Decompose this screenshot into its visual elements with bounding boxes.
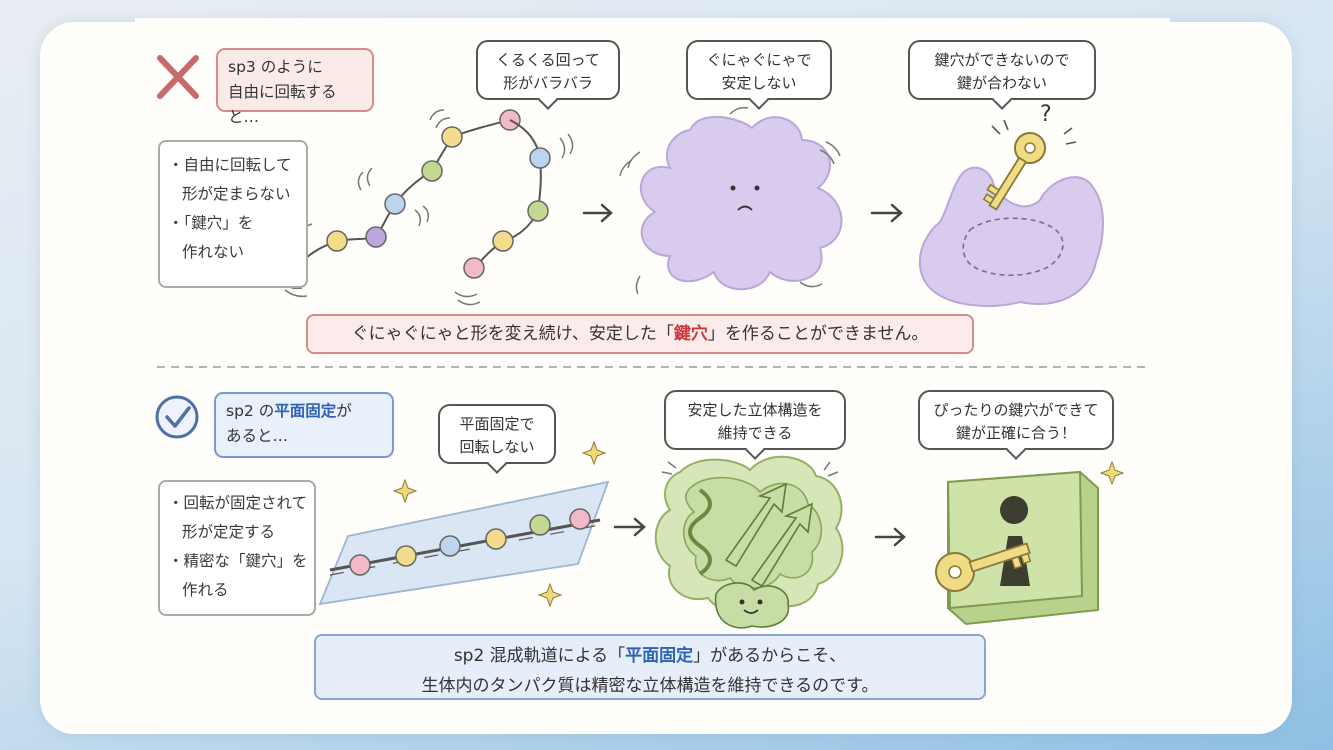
bubble-no-rotation-line1: 平面固定で (459, 415, 535, 433)
sp3-note1-line1: 自由に回転して (170, 151, 306, 180)
bubble-unstable-line2: 安定しない (721, 74, 797, 92)
bubble-no-keyhole: 鍵穴ができないので 鍵が合わない (908, 40, 1096, 100)
sp3-label: sp3 のように 自由に回転すると… (216, 48, 374, 126)
floppy-chain-icon (279, 109, 574, 306)
sp2-conclusion-banner: sp2 混成軌道による「平面固定」があるからこそ、 生体内のタンパク質は精密な立… (314, 634, 986, 700)
key-icon (935, 542, 1032, 592)
sp2-banner-post: 」があるからこそ、 (693, 646, 847, 666)
sp2-note2-line1: 精密な「鍵穴」を (170, 547, 314, 576)
bubble-key-fits-line2: 鍵が正確に合う！ (955, 424, 1076, 442)
svg-text:?: ? (1040, 102, 1052, 127)
top-strip (135, 18, 1170, 22)
cross-icon (157, 55, 199, 99)
bubble-no-keyhole-line2: 鍵が合わない (956, 74, 1047, 92)
bubble-key-fits-line1: ぴったりの鍵穴ができて (933, 401, 1099, 419)
sp3-note2-line2: 作れない (182, 243, 245, 261)
sp2-label-pre: sp2 の (226, 402, 275, 420)
sp2-banner-line2: 生体内のタンパク質は精密な立体構造を維持できるのです。 (421, 676, 879, 696)
wobbly-protein-icon (619, 106, 843, 295)
bubble-unstable: ぐにゃぐにゃで 安定しない (686, 40, 832, 100)
sp3-banner-post: 」を作ることができません。 (707, 324, 929, 344)
bubble-stable: 安定した立体構造を 維持できる (664, 390, 846, 450)
bubble-key-fits: ぴったりの鍵穴ができて 鍵が正確に合う！ (918, 390, 1114, 450)
arrow-right-icon (582, 203, 906, 547)
sp3-note1-line2: 形が定まらない (182, 185, 291, 203)
question-icon: ? (1040, 102, 1052, 127)
sp2-label-highlight: 平面固定 (274, 402, 337, 420)
sp2-banner-pre: sp2 混成軌道による「 (453, 646, 626, 666)
bubble-spinning-line1: くるくる回って (496, 51, 600, 69)
sp3-label-line1: sp3 のように (228, 58, 323, 76)
sp2-label-post: が (336, 402, 352, 420)
sp2-note1-line2: 形が定定する (182, 523, 276, 541)
sp2-label-line2: あると… (226, 427, 289, 445)
sp3-conclusion-banner: ぐにゃぐにゃと形を変え続け、安定した「鍵穴」を作ることができません。 (306, 314, 974, 354)
sp3-note2-line1: 「鍵穴」を (170, 209, 306, 238)
sp3-notes: 自由に回転して 形が定まらない 「鍵穴」を 作れない (158, 140, 308, 288)
bubble-no-rotation-line2: 回転しない (459, 438, 535, 456)
sparkle-icon (392, 440, 1125, 608)
bubble-stable-line2: 維持できる (717, 424, 793, 442)
sp2-banner-highlight: 平面固定 (625, 646, 694, 666)
sp2-label-line1: sp2 の平面固定が (226, 399, 382, 424)
bubble-no-rotation: 平面固定で 回転しない (438, 404, 556, 464)
key-icon (982, 132, 1046, 211)
sp2-notes: 回転が固定されて 形が定定する 精密な「鍵穴」を 作れる (158, 480, 316, 616)
sp2-banner-line1: sp2 混成軌道による「平面固定」があるからこそ、 (316, 641, 984, 671)
sp3-banner-highlight: 鍵穴 (673, 324, 708, 344)
bubble-no-keyhole-line1: 鍵穴ができないので (934, 51, 1070, 69)
sp2-label: sp2 の平面固定が あると… (214, 392, 394, 458)
check-circle-icon (155, 395, 199, 439)
sp3-label-line2: 自由に回転すると… (228, 83, 337, 126)
bubble-spinning: くるくる回って 形がバラバラ (476, 40, 620, 100)
lock-blob-icon (918, 166, 1104, 307)
sp2-note1-line1: 回転が固定されて (170, 489, 314, 518)
rigid-plane-icon (318, 480, 610, 606)
bubble-spinning-line2: 形がバラバラ (503, 74, 593, 92)
bubble-stable-line1: 安定した立体構造を (687, 401, 823, 419)
surprise-lines (991, 119, 1077, 145)
folded-protein-icon (654, 455, 844, 629)
bubble-unstable-line1: ぐにゃぐにゃで (706, 51, 812, 69)
sp3-banner-pre: ぐにゃぐにゃと形を変え続け、安定した「 (351, 324, 674, 344)
sp2-note2-line2: 作れる (182, 581, 229, 599)
